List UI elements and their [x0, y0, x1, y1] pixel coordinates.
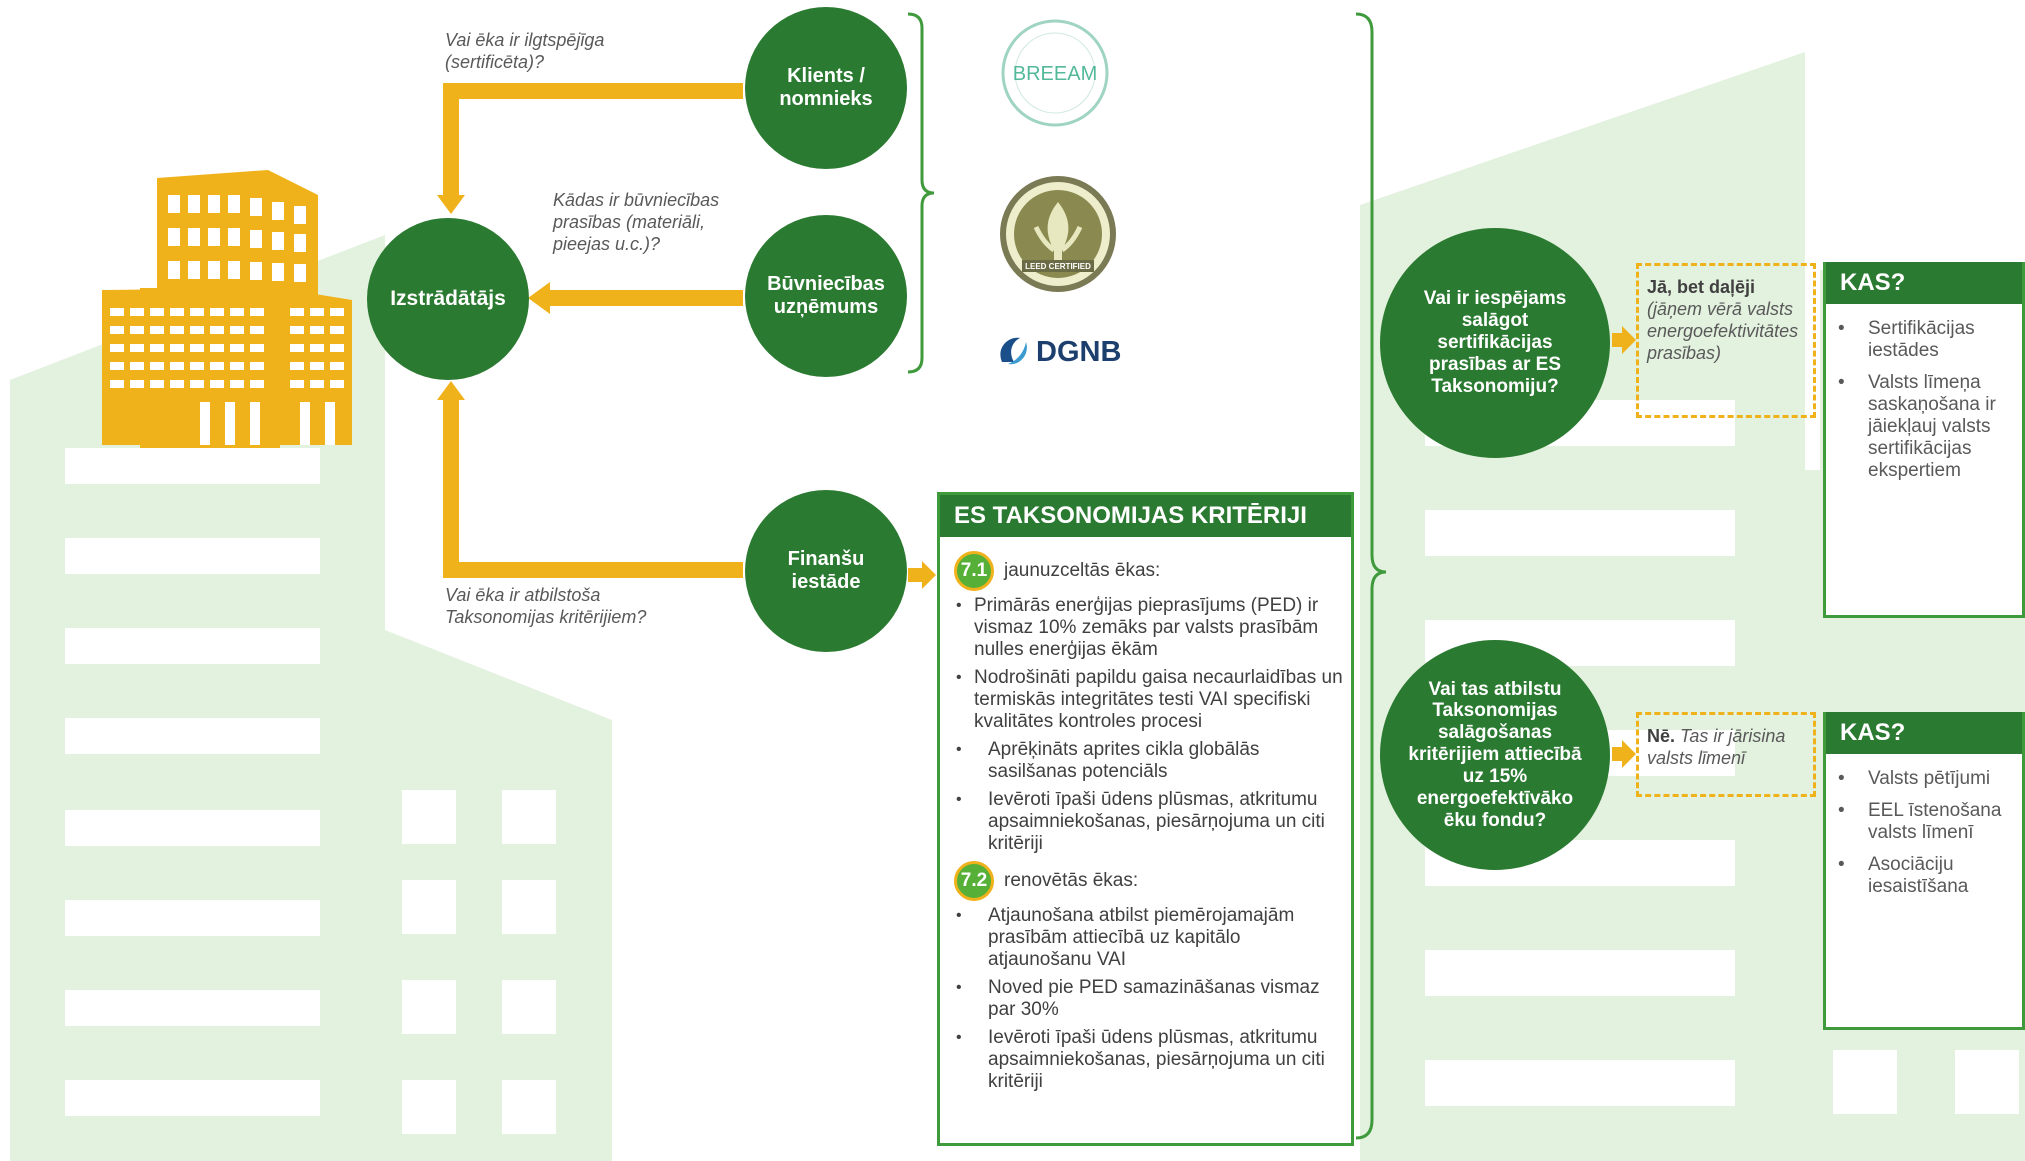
builder-label: Būvniecības uzņēmums	[767, 273, 885, 318]
list-item: Atjaunošana atbilst piemērojamajām prasī…	[956, 905, 1345, 971]
breeam-logo-icon: BREEAM	[1001, 19, 1109, 127]
list-item: Sertifikācijas iestādes	[1838, 318, 2022, 362]
list-item: Valsts pētījumi	[1838, 768, 2022, 790]
list-item: Ievēroti īpaši ūdens plūsmas, atkritumu …	[956, 1027, 1345, 1093]
finance-label: Finanšu iestāde	[787, 548, 865, 593]
section-7-2-label: renovētās ēkas:	[1004, 870, 1139, 891]
building-stock-question-circle: Vai tas atbilstu Taksonomijas salāgošana…	[1380, 640, 1610, 870]
section-7-2-list: Atjaunošana atbilst piemērojamajām prasī…	[954, 905, 1345, 1093]
list-item: Primārās enerģijas pieprasījums (PED) ir…	[956, 595, 1345, 661]
section-7-2-header: 7.2 renovētās ēkas:	[954, 861, 1345, 901]
client-question: Vai ēka ir ilgtspējīga (sertificēta)?	[445, 30, 605, 72]
list-item: Nodrošināti papildu gaisa necaurlaidības…	[956, 667, 1345, 733]
list-item: Valsts līmeņa saskaņošana ir jāiekļauj v…	[1838, 372, 2022, 482]
leed-logo-icon: LEED CERTIFIED	[1000, 176, 1116, 292]
who-box-1-title: KAS?	[1826, 262, 2022, 304]
list-item: Noved pie PED samazināšanas vismaz par 3…	[956, 977, 1345, 1021]
list-item: Aprēķināts aprites cikla globālās sasilš…	[956, 739, 1345, 783]
builder-circle: Būvniecības uzņēmums	[745, 215, 907, 377]
developer-circle: Izstrādātājs	[367, 218, 529, 380]
certification-alignment-question-circle: Vai ir iespējams salāgot sertifikācijas …	[1380, 228, 1610, 458]
section-7-1-label: jaunuzceltās ēkas:	[1004, 560, 1161, 581]
certification-alignment-question: Vai ir iespējams salāgot sertifikācijas …	[1423, 288, 1567, 397]
list-item: Asociāciju iesaistīšana	[1838, 854, 2022, 898]
who-box-2-title: KAS?	[1826, 712, 2022, 754]
section-7-2-badge: 7.2	[954, 861, 994, 901]
answer-no-bold: Nē.	[1647, 726, 1676, 746]
answer-partial-box: Jā, bet daļēji (jāņem vērā valsts energo…	[1636, 263, 1816, 418]
list-item: Ievēroti īpaši ūdens plūsmas, atkritumu …	[956, 789, 1345, 855]
dgnb-logo-icon: DGNB	[1000, 336, 1121, 368]
finance-question: Vai ēka ir atbilstoša Taksonomijas kritē…	[445, 585, 647, 627]
who-box-2-list: Valsts pētījumi EEL īstenošana valsts lī…	[1826, 768, 2022, 898]
finance-circle: Finanšu iestāde	[745, 490, 907, 652]
answer-partial-bold: Jā, bet daļēji	[1647, 277, 1756, 297]
who-box-1: KAS? Sertifikācijas iestādes Valsts līme…	[1823, 262, 2025, 618]
dgnb-logo-text: DGNB	[1036, 336, 1121, 368]
criteria-body: 7.1 jaunuzceltās ēkas: Primārās enerģija…	[940, 537, 1351, 1093]
client-label: Klients / nomnieks	[779, 65, 873, 110]
list-item: EEL īstenošana valsts līmenī	[1838, 800, 2022, 844]
answer-no-note: Tas ir jārisina valsts līmenī	[1647, 726, 1786, 768]
answer-partial-note: (jāņem vērā valsts energoefektivitātes p…	[1647, 299, 1799, 363]
developer-label: Izstrādātājs	[390, 286, 506, 310]
who-box-1-list: Sertifikācijas iestādes Valsts līmeņa sa…	[1826, 318, 2022, 482]
criteria-title: ES TAKSONOMIJAS KRITĒRIJI	[940, 495, 1351, 537]
leed-band-text: LEED CERTIFIED	[1025, 262, 1091, 271]
taxonomy-criteria-panel: ES TAKSONOMIJAS KRITĒRIJI 7.1 jaunuzcelt…	[937, 492, 1354, 1146]
client-circle: Klients / nomnieks	[745, 7, 907, 169]
answer-no-box: Nē. Tas ir jārisina valsts līmenī	[1636, 712, 1816, 797]
section-7-1-badge: 7.1	[954, 551, 994, 591]
section-7-1-header: 7.1 jaunuzceltās ēkas:	[954, 551, 1345, 591]
builder-question: Kādas ir būvniecības prasības (materiāli…	[553, 190, 720, 254]
section-7-1-list: Primārās enerģijas pieprasījums (PED) ir…	[954, 595, 1345, 855]
breeam-logo-text: BREEAM	[1013, 63, 1097, 85]
building-stock-question: Vai tas atbilstu Taksonomijas salāgošana…	[1408, 678, 1582, 831]
who-box-2: KAS? Valsts pētījumi EEL īstenošana vals…	[1823, 712, 2025, 1030]
